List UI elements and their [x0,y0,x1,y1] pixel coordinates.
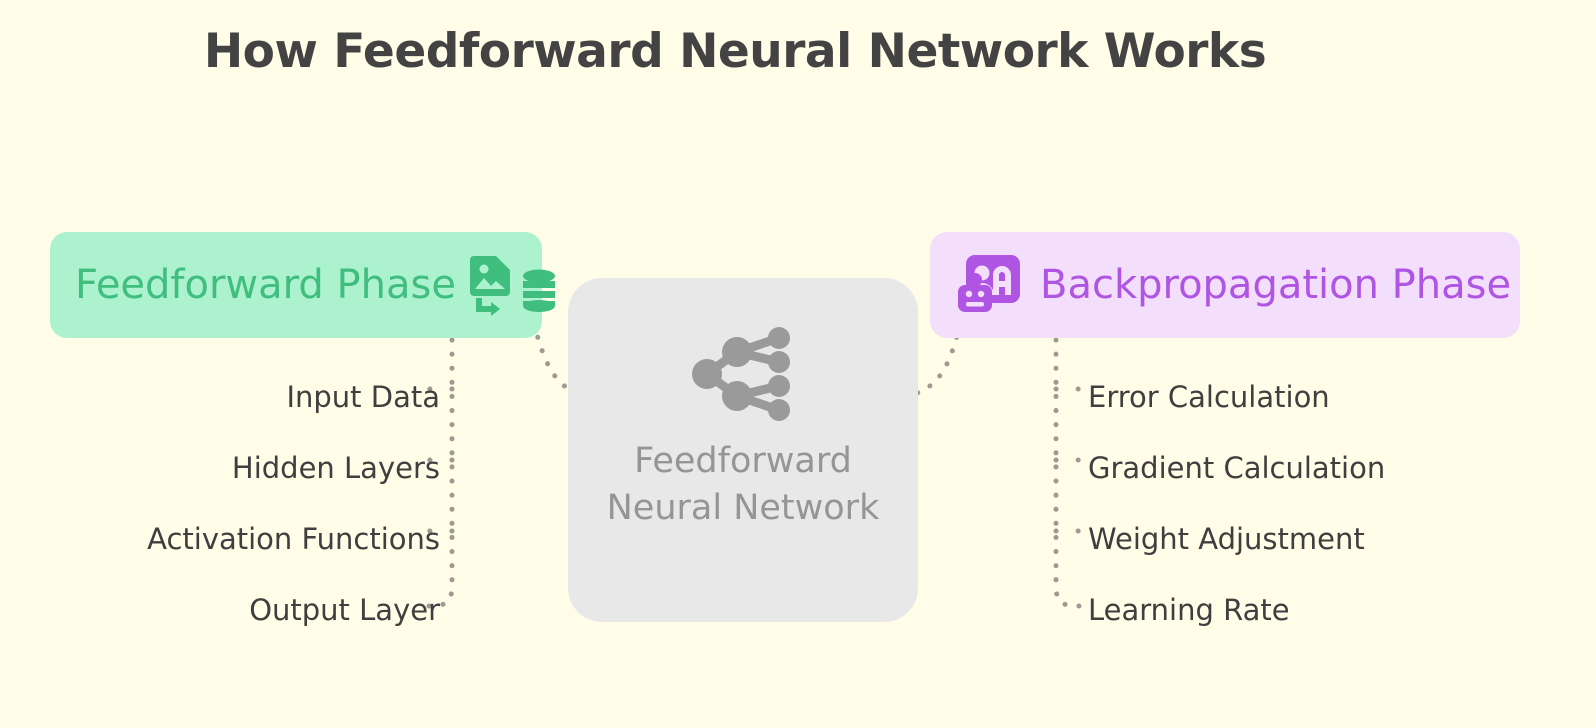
feedforward-phase-items: Input Data Hidden Layers Activation Func… [60,362,440,646]
list-item[interactable]: Hidden Layers [231,451,440,485]
feedforward-phase-header[interactable]: Feedforward Phase [50,232,555,338]
list-item[interactable]: Weight Adjustment [1088,522,1365,556]
list-item[interactable]: Learning Rate [1088,593,1290,627]
list-item[interactable]: Error Calculation [1088,380,1330,414]
list-item[interactable]: Output Layer [249,593,440,627]
list-item[interactable]: Input Data [286,380,440,414]
list-item[interactable]: Gradient Calculation [1088,451,1386,485]
robot-icon [958,273,992,312]
page-title: How Feedforward Neural Network Works [203,24,1267,79]
center-node-label: Feedforward Neural Network [606,441,880,528]
feedforward-phase-label: Feedforward Phase [75,262,456,308]
network-share-icon [692,327,790,421]
list-item[interactable]: Activation Functions [147,522,440,556]
backpropagation-phase-label: Backpropagation Phase [1040,262,1512,308]
backpropagation-phase-items: Error Calculation Gradient Calculation W… [1088,362,1468,646]
image-file-icon [469,256,510,316]
center-node-card[interactable]: Feedforward Neural Network [568,278,918,622]
database-icon [522,269,555,312]
connector-right-spine [1053,337,1083,609]
backpropagation-phase-header[interactable]: Backpropagation Phase [930,232,1520,338]
translate-person-icon [958,255,1020,312]
